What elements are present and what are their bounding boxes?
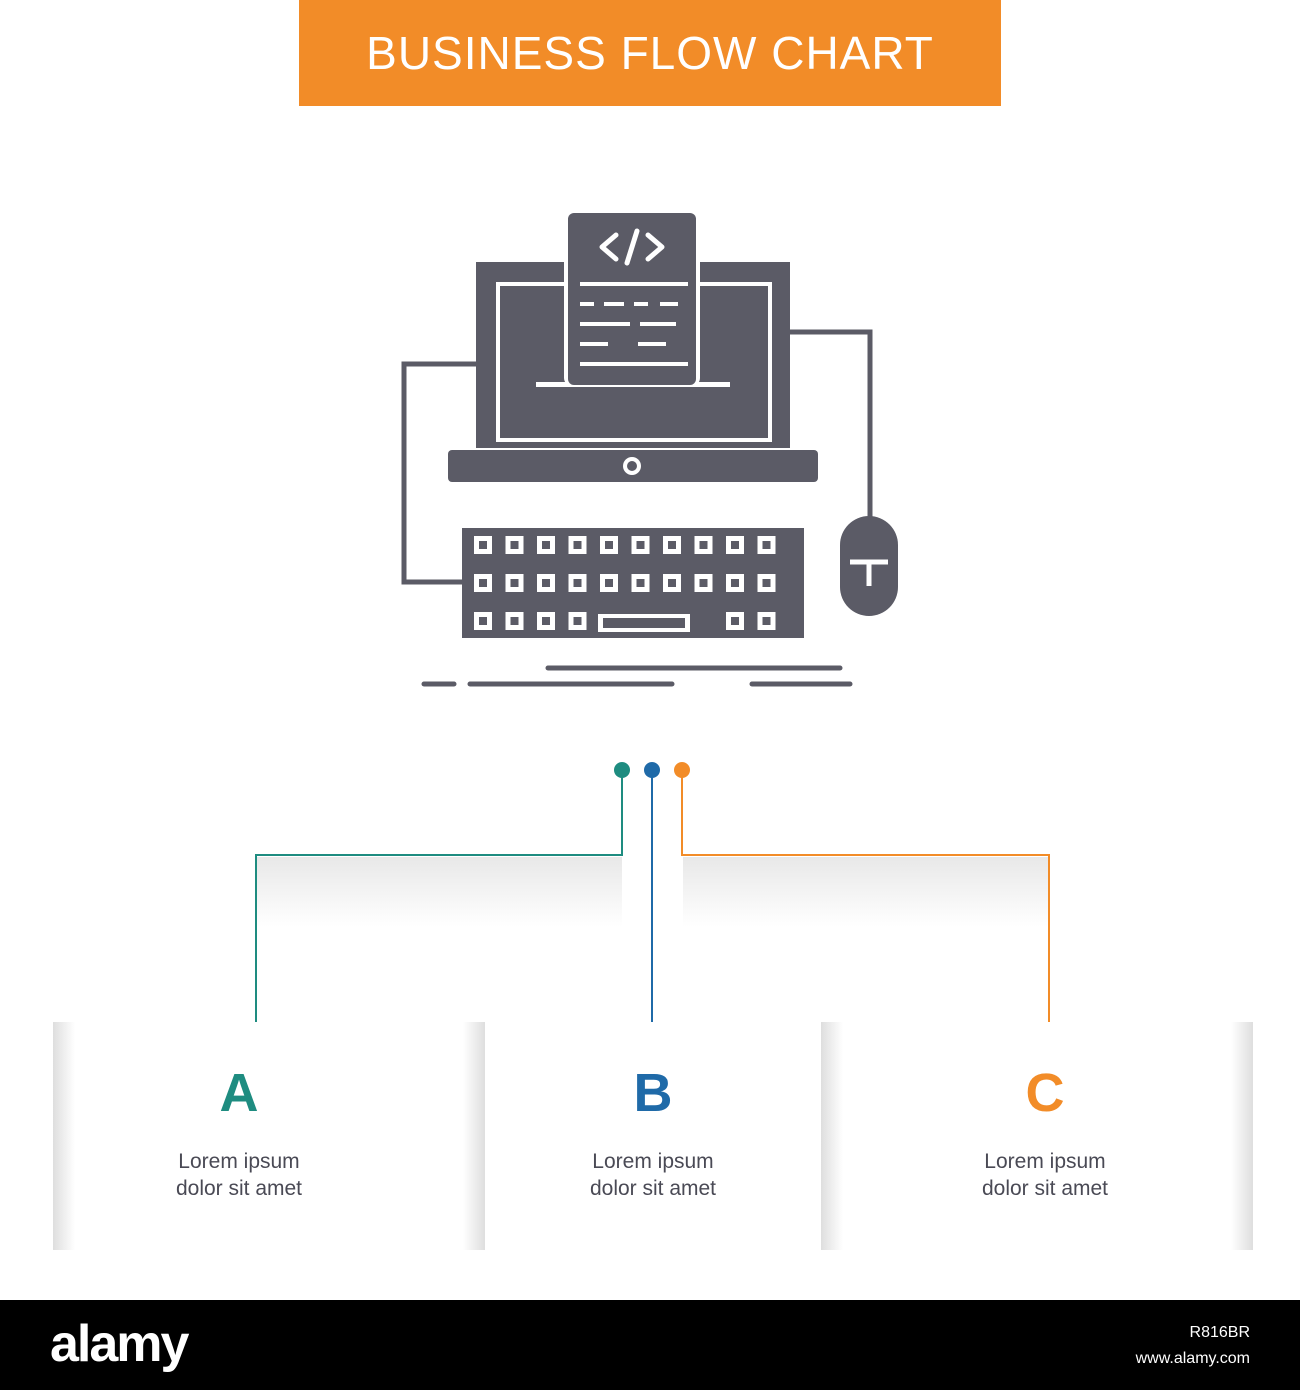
keyboard-key-inner bbox=[510, 579, 519, 587]
step-letter-c: C bbox=[1025, 1063, 1065, 1123]
step-text-c: Lorem ipsum dolor sit amet bbox=[829, 1148, 1261, 1202]
keyboard-key-inner bbox=[510, 617, 519, 625]
keyboard-key-inner bbox=[699, 541, 708, 549]
keyboard-key-inner bbox=[573, 579, 582, 587]
keyboard-key-inner bbox=[636, 541, 645, 549]
keyboard-key-inner bbox=[542, 617, 550, 625]
keyboard-key-inner bbox=[479, 579, 487, 587]
keyboard-key-inner bbox=[731, 541, 739, 549]
keyboard-key-inner bbox=[668, 541, 676, 549]
step-text-c-line1: Lorem ipsum bbox=[984, 1150, 1106, 1173]
node-a bbox=[614, 762, 630, 778]
step-text-b: Lorem ipsum dolor sit amet bbox=[485, 1148, 821, 1202]
computer-coding-icon bbox=[401, 210, 898, 687]
keyboard-key-inner bbox=[731, 617, 739, 625]
footer-bar: alamy R816BR www.alamy.com bbox=[0, 1300, 1300, 1390]
step-text-a-line2: dolor sit amet bbox=[175, 1177, 303, 1200]
keyboard-key-inner bbox=[542, 541, 550, 549]
keyboard-key-inner bbox=[699, 579, 708, 587]
keyboard-key-inner bbox=[668, 579, 676, 587]
mouse-cable bbox=[790, 329, 873, 518]
keyboard-key-inner bbox=[479, 617, 487, 625]
keyboard-key-inner bbox=[573, 541, 582, 549]
step-text-a-line1: Lorem ipsum bbox=[178, 1150, 300, 1173]
keyboard-cable bbox=[401, 361, 476, 585]
footer-image-id: R816BR bbox=[1189, 1324, 1250, 1341]
connector-a bbox=[255, 770, 623, 1036]
keyboard-key-inner bbox=[762, 541, 771, 549]
step-text-a: Lorem ipsum dolor sit amet bbox=[23, 1148, 455, 1202]
step-card-a: A Lorem ipsum dolor sit amet bbox=[53, 1022, 485, 1250]
step-card-c: C Lorem ipsum dolor sit amet bbox=[821, 1022, 1253, 1250]
keyboard-key-inner bbox=[479, 541, 487, 549]
step-letter-b: B bbox=[633, 1063, 673, 1123]
node-c bbox=[674, 762, 690, 778]
connector-shade-left bbox=[256, 857, 622, 927]
keyboard-key-inner bbox=[731, 579, 739, 587]
keyboard-key-inner bbox=[762, 579, 771, 587]
keyboard-key-inner bbox=[636, 579, 645, 587]
keyboard-key-inner bbox=[762, 617, 771, 625]
step-text-b-line2: dolor sit amet bbox=[589, 1177, 717, 1200]
footer-brand-logo: alamy bbox=[50, 1315, 189, 1373]
step-card-b: B Lorem ipsum dolor sit amet bbox=[485, 1022, 821, 1250]
step-text-b-line1: Lorem ipsum bbox=[592, 1150, 714, 1173]
diagram-canvas bbox=[255, 210, 1050, 1036]
footer-url: www.alamy.com bbox=[1135, 1350, 1250, 1367]
keyboard-key-inner bbox=[605, 541, 613, 549]
keyboard-key-inner bbox=[605, 579, 613, 587]
title-banner: BUSINESS FLOW CHART bbox=[299, 0, 1001, 106]
keyboard-key-inner bbox=[573, 617, 582, 625]
node-b bbox=[644, 762, 660, 778]
keyboard-key-inner bbox=[510, 541, 519, 549]
page-title: BUSINESS FLOW CHART bbox=[366, 27, 934, 79]
step-text-c-line2: dolor sit amet bbox=[981, 1177, 1109, 1200]
connector-shade-right bbox=[683, 857, 1049, 927]
connector-c bbox=[681, 770, 1050, 1036]
step-letter-a: A bbox=[219, 1063, 259, 1123]
keyboard-key-inner bbox=[542, 579, 550, 587]
